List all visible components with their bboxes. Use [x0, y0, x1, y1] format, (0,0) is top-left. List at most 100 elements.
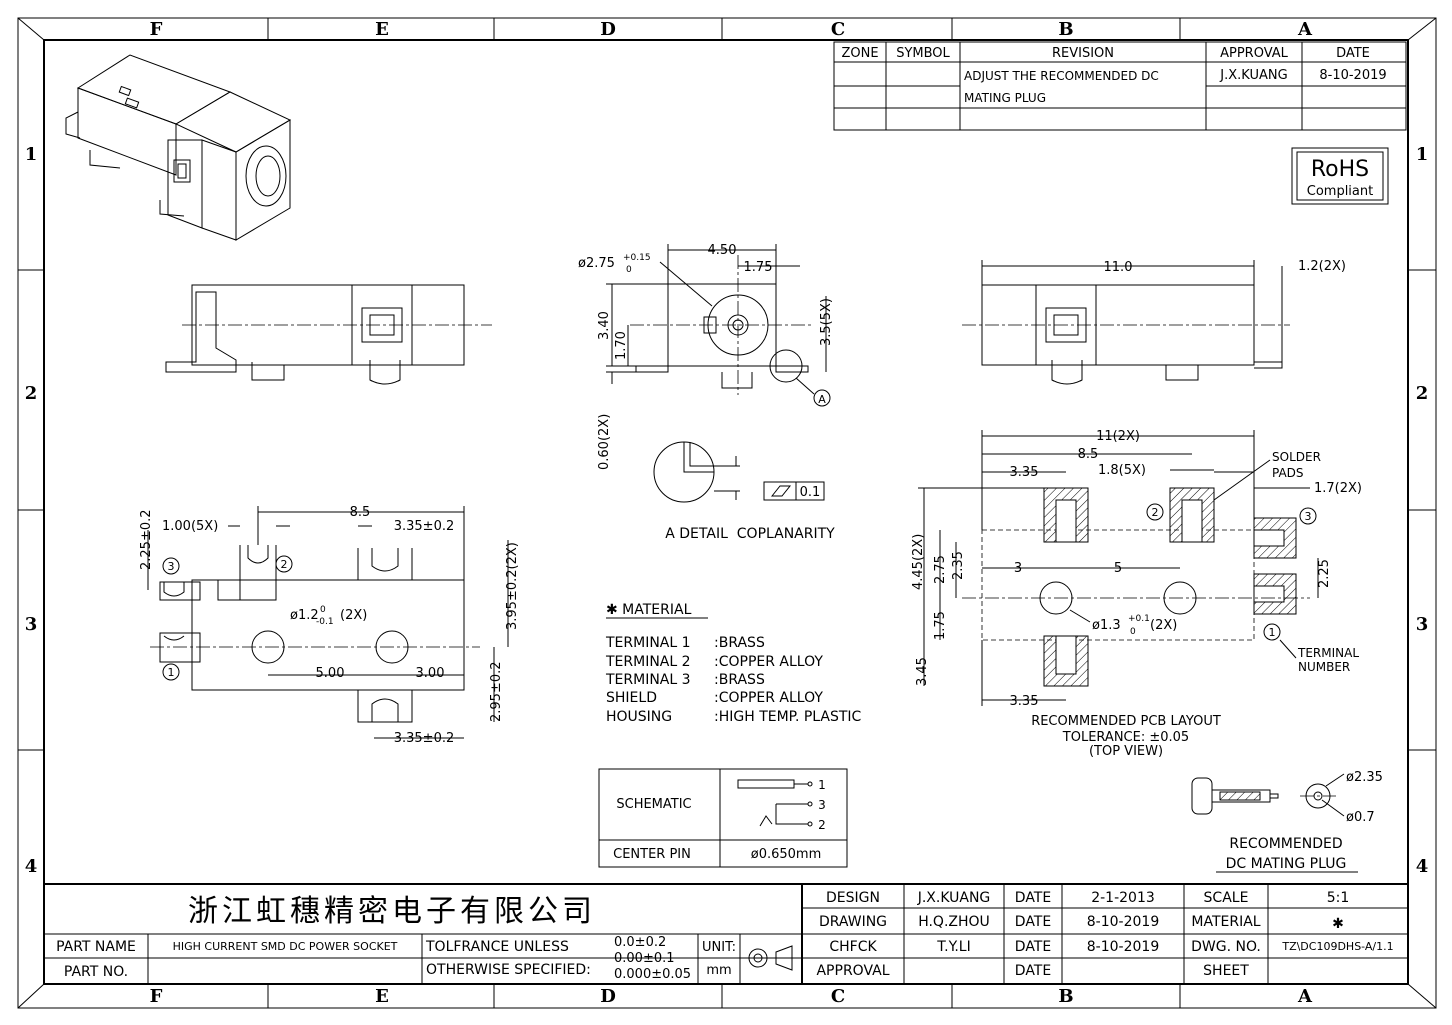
dim-height-295: 2.95±0.2 — [489, 661, 504, 722]
plug-caption-2: DC MATING PLUG — [1226, 856, 1347, 872]
pcb-dim-345: 3.45 — [915, 657, 930, 686]
center-pin-label: CENTER PIN — [613, 847, 691, 862]
pcb-hole-tol-plus: +0.1 — [1128, 614, 1150, 624]
dwg-no-label: DWG. NO. — [1191, 939, 1261, 955]
row-label-3-right: 3 — [1416, 614, 1429, 635]
dim-width-300: 3.00 — [416, 666, 445, 681]
dim-hole-12-tol-plus: 0 — [320, 605, 326, 615]
col-label-c: C — [831, 19, 845, 40]
pcb-dim-235: 2.35 — [951, 551, 966, 580]
check-label: CHFCK — [829, 939, 877, 955]
plug-dim-235: ø2.35 — [1346, 770, 1383, 785]
pcb-dim-335: 3.35 — [1010, 465, 1039, 480]
pcb-layout: 11(2X) 8.5 3.35 1.8(5X) SOLDER PADS 1.7(… — [911, 429, 1362, 759]
pcb-pin-1: 1 — [1269, 626, 1276, 639]
detail-a: 0.1 A DETAIL COPLANARITY — [653, 441, 835, 542]
pcb-dim-11: 11(2X) — [1096, 429, 1140, 444]
design-by: J.X.KUANG — [917, 890, 991, 906]
schematic-pin-1: 1 — [818, 778, 826, 792]
company-name: 浙江虹穗精密电子有限公司 — [188, 894, 596, 929]
design-label: DESIGN — [826, 890, 880, 906]
pcb-hole-tol-minus: 0 — [1130, 627, 1136, 637]
check-date: 8-10-2019 — [1087, 939, 1159, 955]
rohs-subtitle: Compliant — [1307, 184, 1373, 199]
material-value: ✱ — [1332, 916, 1344, 932]
dc-plug: ø2.35 ø0.7 RECOMMENDED DC MATING PLUG — [1191, 770, 1383, 873]
material-label: MATERIAL — [1191, 914, 1260, 930]
drawing-label: DRAWING — [819, 914, 887, 930]
dim-height-35: 3.5(5X) — [819, 298, 834, 346]
pcb-dim-445: 4.45(2X) — [911, 534, 926, 590]
dim-width-500: 5.00 — [316, 666, 345, 681]
rohs-title: RoHS — [1311, 157, 1369, 182]
dim-tab-12: 1.2(2X) — [1298, 259, 1346, 274]
schematic-box: SCHEMATIC CENTER PIN ø0.650mm 1 3 2 — [598, 768, 848, 868]
tolerance-value-3: 0.000±0.05 — [614, 967, 691, 982]
rev-date: 8-10-2019 — [1319, 68, 1386, 83]
pcb-caption-2: TOLERANCE: ±0.05 — [1062, 730, 1189, 745]
projection-symbol — [746, 945, 796, 971]
dim-diameter-tol-plus: +0.15 — [623, 253, 651, 263]
title-block: 浙江虹穗精密电子有限公司 PART NAME HIGH CURRENT SMD … — [43, 883, 1409, 985]
rev-approval: J.X.KUANG — [1219, 68, 1287, 83]
dim-width-335-bottom: 3.35±0.2 — [394, 731, 455, 746]
pcb-hole-count: (2X) — [1150, 618, 1177, 633]
material-mat-2: :COPPER ALLOY — [714, 654, 823, 670]
material-part-2: TERMINAL 2 — [605, 654, 691, 670]
dim-width-85: 8.5 — [350, 505, 371, 520]
rev-header-zone: ZONE — [841, 46, 878, 61]
dim-hole-12: ø1.2 — [290, 608, 319, 623]
bottom-view: 8.5 1.00(5X) 3.35±0.2 2.25±0.2 3.95±0.2(… — [139, 505, 520, 746]
material-list: ✱ MATERIAL TERMINAL 1 :BRASS TERMINAL 2 … — [605, 602, 862, 725]
col-label-f: F — [150, 19, 163, 40]
pcb-pin-3: 3 — [1305, 510, 1312, 523]
pcb-dim-17: 1.7(2X) — [1314, 481, 1362, 496]
pcb-dim-225: 2.25 — [1317, 559, 1332, 588]
bottom-pin-1: 1 — [168, 666, 175, 679]
material-mat-5: :HIGH TEMP. PLASTIC — [714, 709, 862, 725]
row-label-1-right: 1 — [1416, 144, 1429, 165]
dwg-no: TZ\DC109DHS-A/1.1 — [1281, 940, 1393, 953]
pcb-dim-335-bottom: 3.35 — [1010, 694, 1039, 709]
bottom-pin-3: 3 — [168, 560, 175, 573]
col-label-e: E — [375, 19, 389, 40]
dim-width-175: 1.75 — [744, 260, 773, 275]
rev-header-symbol: SYMBOL — [896, 46, 950, 61]
plug-dim-07: ø0.7 — [1346, 810, 1375, 825]
left-side-view — [165, 284, 492, 385]
approval-label: APPROVAL — [816, 963, 889, 979]
pcb-solder-label-1: SOLDER — [1272, 450, 1321, 464]
dim-hole-12-count: (2X) — [340, 608, 367, 623]
material-title: ✱ MATERIAL — [606, 602, 692, 618]
detail-ref-label: A — [818, 393, 826, 406]
bottom-pin-2: 2 — [281, 558, 288, 571]
row-label-2: 2 — [25, 383, 38, 404]
schematic-pin-3: 3 — [818, 798, 826, 812]
dim-diameter-275: ø2.75 — [578, 256, 615, 271]
isometric-view — [65, 54, 292, 241]
drawing-by: H.Q.ZHOU — [918, 914, 990, 930]
schematic-label: SCHEMATIC — [616, 797, 691, 812]
detail-caption: A DETAIL COPLANARITY — [665, 526, 835, 542]
tolerance-line-1: TOLFRANCE UNLESS — [425, 939, 569, 955]
dim-height-060: 0.60(2X) — [597, 414, 612, 470]
row-label-4-right: 4 — [1416, 856, 1429, 877]
drawing-date: 8-10-2019 — [1087, 914, 1159, 930]
col-label-b-bottom: B — [1058, 986, 1073, 1007]
rev-header-date: DATE — [1336, 46, 1370, 61]
pcb-dim-85: 8.5 — [1078, 447, 1099, 462]
dim-height-340: 3.40 — [597, 311, 612, 340]
material-mat-1: :BRASS — [714, 635, 765, 651]
col-label-d: D — [600, 19, 616, 40]
col-label-c-bottom: C — [831, 986, 845, 1007]
col-label-d-bottom: D — [600, 986, 616, 1007]
col-label-a-bottom: A — [1297, 986, 1313, 1007]
check-by: T.Y.LI — [936, 939, 970, 955]
pcb-terminal-label-1: TERMINAL — [1297, 646, 1359, 660]
tolerance-line-2: OTHERWISE SPECIFIED: — [426, 962, 591, 978]
right-side-view: 11.0 1.2(2X) — [962, 259, 1346, 385]
scale-value: 5:1 — [1327, 890, 1350, 906]
pcb-hole: ø1.3 — [1092, 618, 1121, 633]
row-label-2-right: 2 — [1416, 383, 1429, 404]
material-part-4: SHIELD — [606, 690, 657, 706]
